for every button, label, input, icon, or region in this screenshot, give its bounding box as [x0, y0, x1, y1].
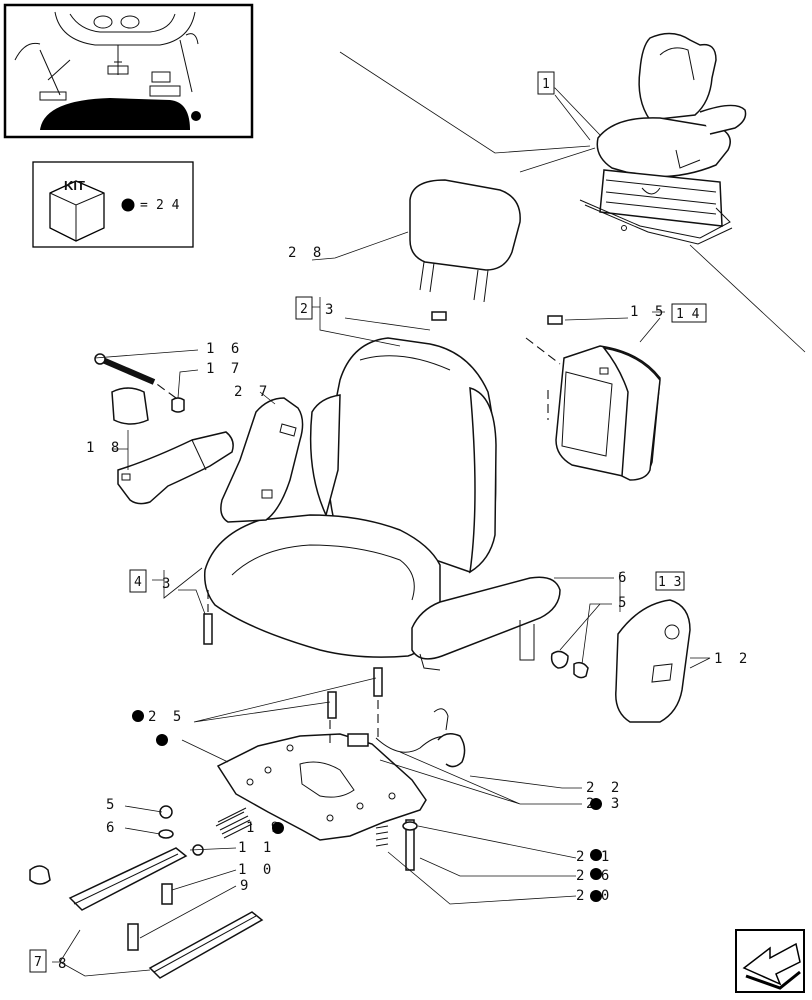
callout-16: 1 6 — [206, 341, 243, 357]
side-cover-12 — [615, 599, 691, 723]
kit-bullet-icon — [590, 798, 602, 810]
kit-bullet-icon — [590, 868, 602, 880]
armrest-13 — [411, 576, 589, 679]
leader-lines — [52, 87, 711, 977]
headrest-28 — [409, 179, 521, 303]
callout-7: 7 — [34, 955, 42, 970]
backrest — [309, 337, 497, 574]
callout-5-top: 5 — [618, 595, 630, 611]
arrow-icon — [742, 942, 801, 986]
seat-belt-18 — [94, 353, 234, 505]
rear-panel-14 — [555, 345, 661, 481]
kit-legend: KIT = 2 4 — [32, 161, 194, 248]
callout-3-top: 3 — [325, 302, 337, 318]
callout-13: 1 3 — [658, 575, 681, 590]
callout-box — [655, 571, 685, 591]
callout-box — [537, 71, 555, 95]
callout-28: 2 8 — [288, 245, 325, 261]
previous-page-arrow-button[interactable] — [735, 929, 805, 993]
spring-20 — [375, 825, 389, 847]
seat-leader — [554, 94, 591, 141]
side-trim-27 — [220, 397, 304, 523]
spring-19 — [215, 807, 253, 839]
callout-1: 1 — [542, 77, 550, 92]
base-plate — [216, 733, 427, 841]
callout-5-bottom: 5 — [106, 797, 118, 813]
callout-14: 1 4 — [676, 307, 700, 322]
kit-bullet-icon — [121, 198, 135, 212]
bolt-3-top — [431, 311, 447, 321]
callout-box — [129, 569, 147, 593]
seat-callout-lines — [339, 51, 596, 173]
callout-9: 9 — [240, 878, 252, 894]
callout-6-top: 6 — [618, 570, 630, 586]
washer-21 — [402, 821, 418, 831]
screw-3 — [203, 613, 213, 645]
callout-22: 2 2 — [586, 780, 623, 796]
seat-cushion — [203, 514, 441, 658]
callout-11: 1 1 — [238, 840, 275, 856]
callout-8: 8 — [58, 956, 70, 972]
wire-harness-22 — [347, 708, 466, 768]
bolt-10 — [161, 883, 173, 905]
seat-rail-right — [148, 911, 264, 979]
callout-17: 1 7 — [206, 361, 243, 377]
callout-15: 1 5 — [630, 304, 667, 320]
kit-bullet-icon — [590, 849, 602, 861]
callout-6-bottom: 6 — [106, 820, 118, 836]
stud-25b — [327, 691, 337, 719]
callout-12: 1 2 — [714, 651, 751, 667]
callout-4: 4 — [134, 575, 142, 590]
callout-27: 2 7 — [234, 384, 271, 400]
kit-bullet-icon — [156, 734, 168, 746]
callout-19: 1 9 — [246, 820, 283, 836]
seat-edge-line — [689, 244, 806, 353]
callout-3-mid: 3 — [162, 576, 174, 592]
kit-bullet-icon — [272, 822, 284, 834]
assembly-line — [525, 337, 561, 365]
washer-6 — [158, 829, 174, 839]
stud-25a — [373, 667, 383, 697]
cab-location-thumbnail — [3, 3, 254, 139]
kit-bullet-icon — [590, 890, 602, 902]
screw-9 — [127, 923, 139, 951]
callout-18: 1 8 — [86, 440, 123, 456]
callout-box — [295, 296, 313, 320]
callout-10: 1 0 — [238, 862, 275, 878]
complete-seat-assembly — [579, 32, 747, 245]
kit-number: 2 4 — [156, 198, 180, 213]
callout-box — [29, 949, 47, 973]
bolt-15 — [547, 315, 563, 325]
kit-equals: = — [140, 198, 148, 213]
kit-label: KIT — [64, 178, 85, 193]
callouts: 1 2 8 2 3 1 5 1 4 1 6 1 7 2 7 1 8 4 3 6 … — [29, 71, 751, 973]
kit-bullet-icon — [132, 710, 144, 722]
callout-2: 2 — [300, 302, 308, 317]
callout-box — [671, 303, 707, 323]
callout-25: 2 5 — [148, 709, 185, 725]
seat-rail-left — [29, 847, 188, 911]
assembly-line — [153, 381, 177, 399]
